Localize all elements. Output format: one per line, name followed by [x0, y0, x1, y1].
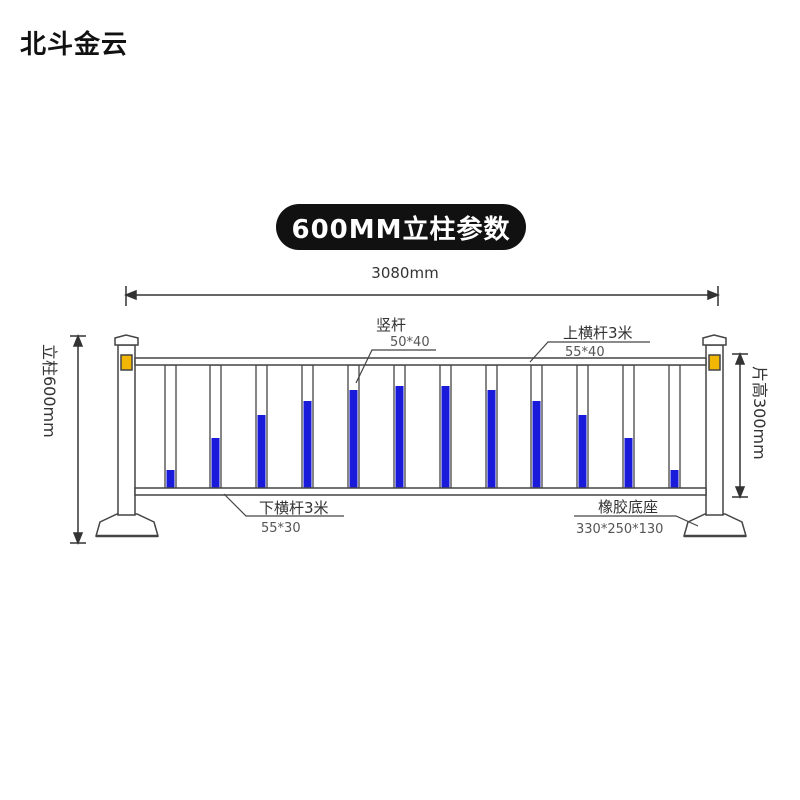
vertical-bar-fill — [349, 390, 358, 490]
bottom-rail-size: 55*30 — [261, 521, 301, 536]
top-rail-callout — [529, 341, 650, 363]
right-reflector — [708, 354, 721, 371]
panel-height-label: 片高300mm — [750, 366, 769, 460]
post-height-dimension — [70, 333, 86, 546]
right-post — [683, 334, 747, 538]
bottom-rail-label: 下横杆3米 — [259, 499, 329, 517]
vertical-bar-fill — [395, 386, 404, 490]
top-rail-label: 上横杆3米 — [563, 324, 633, 342]
vertical-bar-fill — [578, 415, 587, 490]
top-rail-size: 55*40 — [565, 345, 605, 360]
width-dimension — [123, 286, 721, 306]
left-post — [95, 334, 159, 538]
post-height-label: 立柱600mm — [40, 344, 59, 438]
vertical-bar-fill — [257, 415, 266, 490]
vertical-bar-fill — [166, 470, 175, 490]
vertical-bar-fill — [670, 470, 679, 490]
vertical-bar-size: 50*40 — [390, 335, 430, 350]
panel-height-dimension — [732, 351, 748, 500]
base-callout — [574, 515, 699, 527]
base-label: 橡胶底座 — [598, 498, 658, 516]
vertical-bar-callout — [355, 349, 436, 384]
bottom-rail — [134, 487, 707, 496]
vertical-bar-fill — [532, 401, 541, 490]
vertical-bar-fill — [624, 438, 633, 490]
vertical-bar-fill — [441, 386, 450, 490]
vertical-bar-label: 竖杆 — [376, 316, 406, 334]
brand-logo: 北斗金云 — [20, 30, 129, 60]
top-rail — [134, 357, 707, 366]
width-label: 3080mm — [371, 264, 438, 282]
base-size: 330*250*130 — [576, 522, 663, 537]
vertical-bar-fill — [211, 438, 220, 490]
vertical-bars — [164, 364, 681, 491]
left-reflector — [120, 354, 133, 371]
vertical-bar-fill — [487, 390, 496, 490]
vertical-bar-fill — [303, 401, 312, 490]
diagram-title: 600MM立柱参数 — [276, 204, 526, 250]
bottom-rail-callout — [223, 493, 344, 517]
